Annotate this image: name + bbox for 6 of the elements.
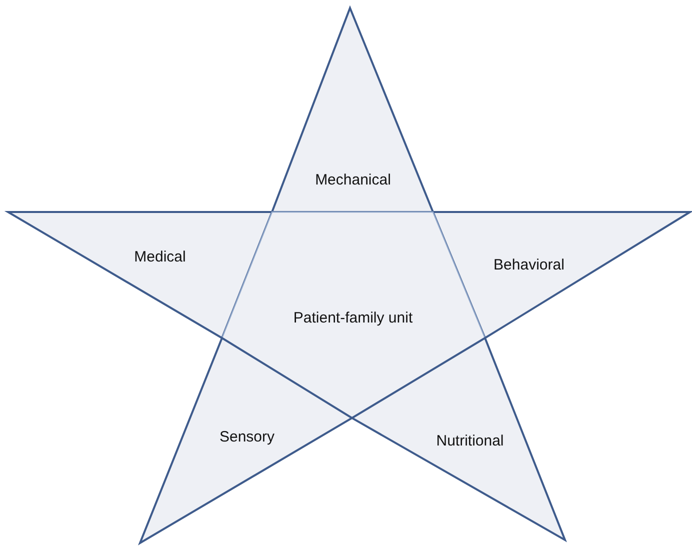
region-label: Patient-family unit [293,310,413,326]
region-label: Sensory [219,428,275,446]
region-label: Behavioral [494,256,564,274]
region-label: Mechanical [315,172,391,188]
region-label: Medical [134,248,186,266]
region-label: Nutritional [436,432,504,450]
